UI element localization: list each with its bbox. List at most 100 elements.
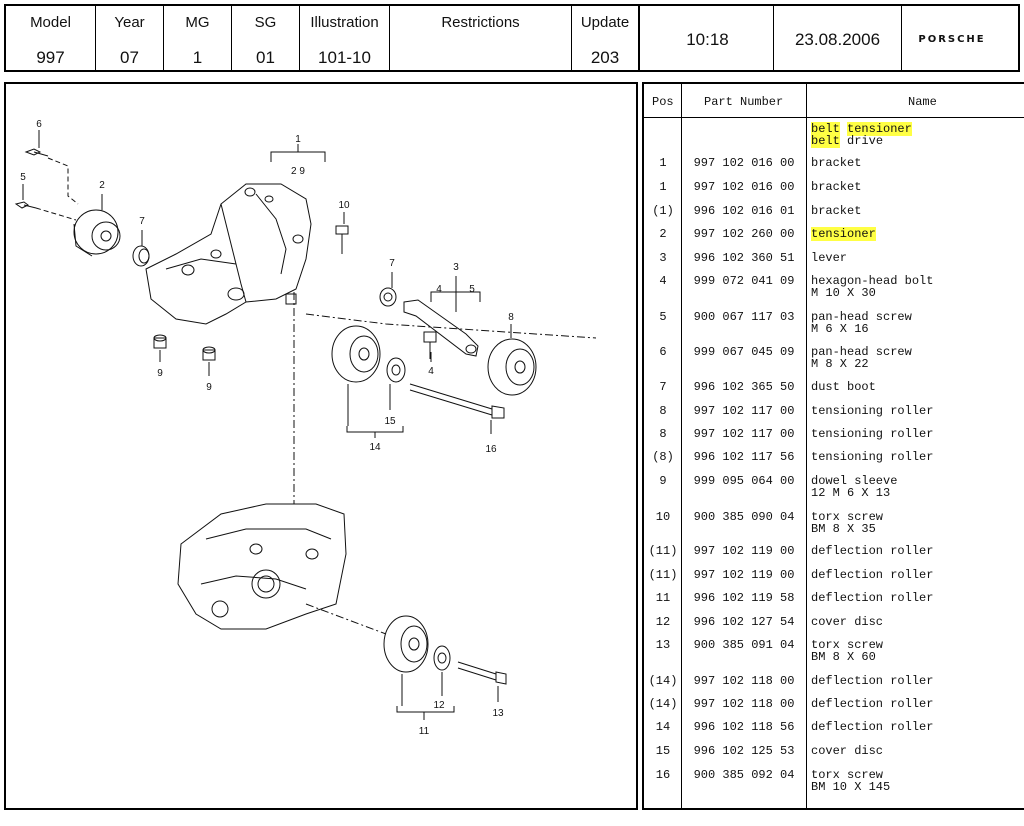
- illustration-cell: Illustration 101-10: [300, 6, 390, 70]
- row-pos: 8: [659, 404, 667, 418]
- row-name-line1: torx screw: [811, 638, 884, 652]
- row-name-line1: deflection roller: [811, 544, 934, 558]
- row-name: bracket: [811, 157, 1021, 169]
- row-part-number: 996 102 118 56: [693, 720, 795, 734]
- row-pos: (11): [648, 568, 678, 582]
- callout-11: 11: [419, 726, 430, 737]
- row-pos: (14): [648, 697, 678, 711]
- porsche-logo: PORSCHE: [918, 34, 986, 45]
- illustration-value: 101-10: [318, 48, 371, 67]
- row-pos: 5: [659, 310, 667, 324]
- callout-10: 10: [338, 200, 350, 211]
- row-name: deflection roller: [811, 698, 1021, 710]
- row-part-number: 900 067 117 03: [693, 310, 795, 324]
- row-pos: 8: [659, 427, 667, 441]
- callout-16: 16: [485, 444, 497, 455]
- exploded-view-illustration: 6 5 2 7 1 2 9 10 7 3 4 5 8 9 9 4 15 14 1…: [4, 82, 638, 810]
- callout-7a: 7: [139, 216, 145, 227]
- row-name: cover disc: [811, 745, 1021, 757]
- row-name: deflection roller: [811, 569, 1021, 581]
- row-part-number: 996 102 127 54: [693, 615, 795, 629]
- illustration-label: Illustration: [310, 14, 379, 31]
- row-part-number: 996 102 125 53: [693, 744, 795, 758]
- model-cell: Model 997: [6, 6, 96, 70]
- row-part-number: 997 102 016 00: [693, 156, 795, 170]
- row-part-number: 996 102 360 51: [693, 251, 795, 265]
- row-pos: (8): [652, 450, 674, 464]
- update-label: Update: [580, 14, 630, 31]
- date-value: 23.08.2006: [794, 30, 881, 49]
- row-part-number: 997 102 118 00: [693, 697, 795, 711]
- header-bar: Model 997 Year 07 MG 1 SG 01 Illustratio…: [4, 4, 1020, 72]
- row-pos: (14): [648, 674, 678, 688]
- row-name: tensioning roller: [811, 428, 1021, 440]
- row-name-line1: deflection roller: [811, 674, 934, 688]
- row-name-line1: bracket: [811, 204, 862, 218]
- sg-label: SG: [254, 14, 277, 31]
- row-pos: 9: [659, 474, 667, 488]
- year-label: Year: [114, 14, 145, 31]
- time-value: 10:18: [686, 30, 729, 49]
- row-name-line1: tensioner: [811, 227, 876, 241]
- callout-5: 5: [20, 172, 26, 183]
- row-name: deflection roller: [811, 592, 1021, 604]
- row-part-number: 997 102 016 00: [693, 180, 795, 194]
- col-name-header: Name: [908, 95, 937, 109]
- row-part-number: 997 102 260 00: [693, 227, 795, 241]
- row-pos: 1: [659, 156, 667, 170]
- update-value: 203: [590, 48, 620, 67]
- callout-1: 1: [295, 134, 301, 145]
- parts-table: Pos Part Number Name belt tensioner belt…: [642, 82, 1024, 810]
- row-name-line1: bracket: [811, 180, 862, 194]
- bracket-part: [146, 184, 311, 324]
- row-name-line1: torx screw: [811, 510, 884, 524]
- row-part-number: 900 385 092 04: [693, 768, 795, 782]
- col-divider: [806, 84, 807, 808]
- row-part-number: 996 102 117 56: [693, 450, 795, 464]
- row-name: dust boot: [811, 381, 1021, 393]
- year-value: 07: [120, 48, 139, 67]
- row-pos: (11): [648, 544, 678, 558]
- col-pos-header: Pos: [652, 95, 674, 109]
- mg-label: MG: [185, 14, 210, 31]
- row-pos: 3: [659, 251, 667, 265]
- row-part-number: 996 102 119 58: [693, 591, 795, 605]
- row-part-number: 999 067 045 09: [693, 345, 795, 359]
- row-name-line1: lever: [811, 251, 848, 265]
- mg-value: 1: [192, 48, 203, 67]
- row-pos: 6: [659, 345, 667, 359]
- row-name-line2: 12 M 6 X 13: [811, 486, 891, 500]
- callout-4a: 4: [436, 284, 442, 295]
- callout-7b: 7: [389, 258, 395, 269]
- date-cell: 23.08.2006: [774, 6, 902, 70]
- row-pos: 16: [655, 768, 671, 782]
- group-title-b: tensioner: [847, 122, 912, 136]
- row-name-line1: dust boot: [811, 380, 876, 394]
- brand-cell: PORSCHE: [902, 6, 1002, 70]
- row-pos: 14: [655, 720, 671, 734]
- engine-block: [178, 504, 346, 629]
- row-name-line1: deflection roller: [811, 568, 934, 582]
- group-sub-b: drive: [847, 134, 884, 148]
- callout-4b: 4: [428, 366, 434, 377]
- row-part-number: 996 102 016 01: [693, 204, 795, 218]
- row-name-line1: pan-head screw: [811, 345, 912, 359]
- update-cell: Update 203: [572, 6, 640, 70]
- table-header: Pos Part Number Name: [644, 84, 1024, 118]
- row-name-line1: tensioning roller: [811, 450, 934, 464]
- sg-value: 01: [256, 48, 275, 67]
- row-part-number: 999 095 064 00: [693, 474, 795, 488]
- callout-6: 6: [36, 119, 42, 130]
- row-name-line2: M 8 X 22: [811, 357, 869, 371]
- callout-13: 13: [492, 708, 504, 719]
- row-pos: 10: [655, 510, 671, 524]
- row-pos: 4: [659, 274, 667, 288]
- row-name: tensioner: [811, 227, 1021, 241]
- group-title-a: belt: [811, 122, 840, 136]
- row-pos: 2: [659, 227, 667, 241]
- callout-9b: 9: [206, 382, 212, 393]
- row-pos: 7: [659, 380, 667, 394]
